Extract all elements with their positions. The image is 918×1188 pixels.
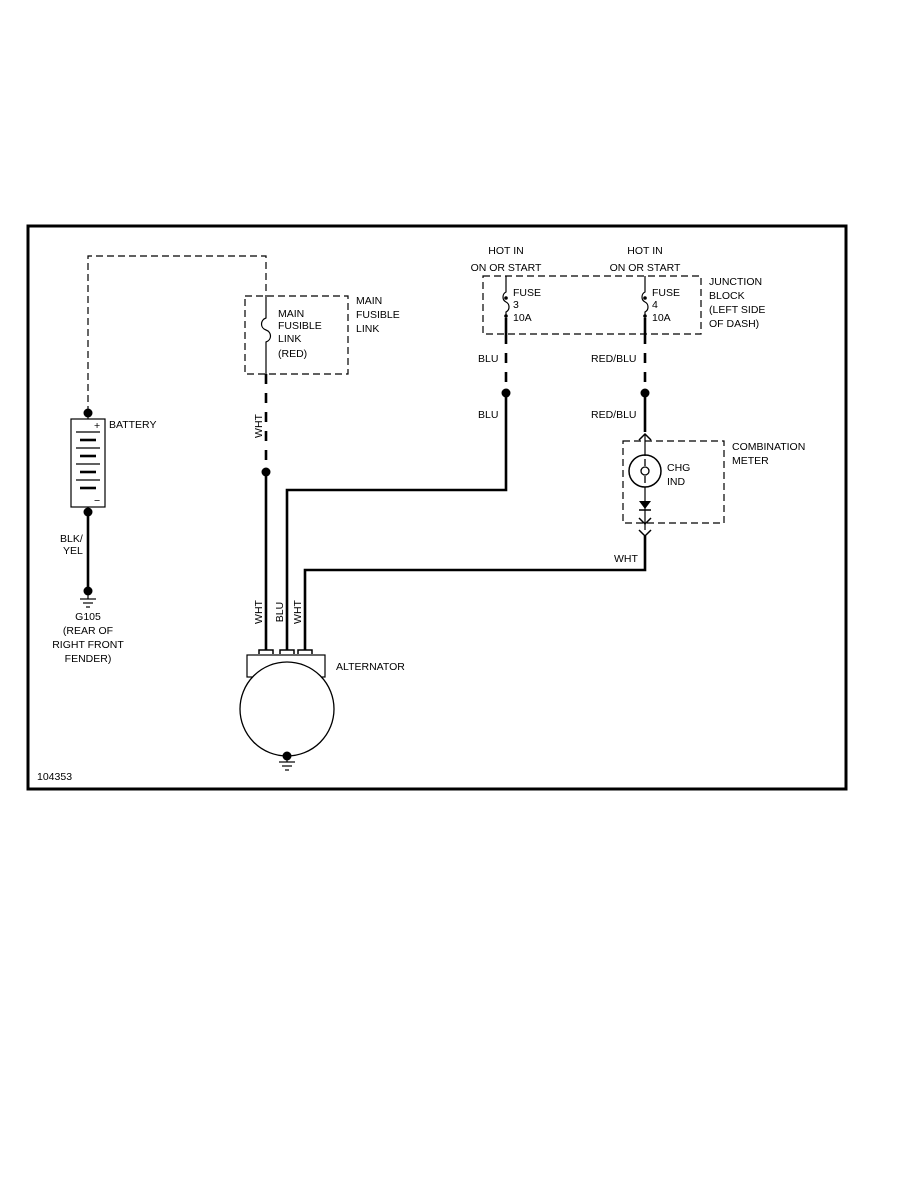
battery-positive-wire <box>87 255 267 413</box>
redblu-label-top: RED/BLU <box>591 353 637 365</box>
fuse3-l3: 10A <box>513 312 532 324</box>
figure-id: 104353 <box>37 771 72 783</box>
alt-terminal-label-2: BLU <box>274 602 286 622</box>
ground-loc-l3: FENDER) <box>65 653 112 665</box>
ground-wire-label-l2: YEL <box>63 545 83 557</box>
junction-block-box <box>482 275 702 335</box>
fuse4-symbol <box>641 276 649 318</box>
fusible-link-inner-l1: MAIN <box>278 308 304 320</box>
combination-meter-box <box>622 440 725 524</box>
blu-wire-solid <box>285 393 508 650</box>
alternator-label: ALTERNATOR <box>336 661 405 673</box>
battery-cells <box>76 431 100 490</box>
alt-terminal-label-1: WHT <box>253 599 265 623</box>
lamp-filament <box>640 459 650 483</box>
alternator-terminals <box>258 649 313 654</box>
fuse4-l1: FUSE <box>652 287 680 299</box>
blu-label-bottom: BLU <box>478 409 498 421</box>
alternator-ground-icon <box>279 756 295 771</box>
fusible-link-inner-l2: FUSIBLE <box>278 320 322 332</box>
fusible-link-label-l1: MAIN <box>356 295 382 307</box>
combination-meter-l1: COMBINATION <box>732 441 805 453</box>
fusible-link-box <box>244 295 349 375</box>
fuse3-l2: 3 <box>513 299 519 311</box>
diagram-frame <box>26 224 848 791</box>
fuse3-symbol <box>502 276 510 318</box>
fuse4-l3: 10A <box>652 312 671 324</box>
fusible-link-label-l3: LINK <box>356 323 379 335</box>
ground-wire-label-l1: BLK/ <box>60 533 83 545</box>
redblu-label-bottom: RED/BLU <box>591 409 637 421</box>
combination-meter-l2: METER <box>732 455 769 467</box>
fuse3-l1: FUSE <box>513 287 541 299</box>
battery-label: BATTERY <box>109 419 156 431</box>
hot-left-l2: ON OR START <box>471 262 542 274</box>
fusible-link-symbol <box>260 300 272 374</box>
hot-right-l1: HOT IN <box>627 245 662 257</box>
wht-meter-label: WHT <box>614 553 638 565</box>
fusible-link-inner-l3: LINK <box>278 333 301 345</box>
wht-meter-wire <box>303 536 647 650</box>
junction-block-l3: (LEFT SIDE <box>709 304 765 316</box>
ground-name: G105 <box>75 611 101 623</box>
chg-ind-l2: IND <box>667 476 686 488</box>
fuse4-l2: 4 <box>652 299 658 311</box>
fusible-link-label-l2: FUSIBLE <box>356 309 400 321</box>
alternator-symbol <box>239 661 335 757</box>
battery-plus: + <box>94 420 100 432</box>
ground-icon <box>80 591 96 608</box>
battery-minus: − <box>94 495 100 507</box>
junction-block-l4: OF DASH) <box>709 318 759 330</box>
diode-icon <box>639 501 651 511</box>
junction-block-l2: BLOCK <box>709 290 745 302</box>
hot-right-l2: ON OR START <box>610 262 681 274</box>
ground-loc-l2: RIGHT FRONT <box>52 639 124 651</box>
junction-block-l1: JUNCTION <box>709 276 762 288</box>
chg-ind-l1: CHG <box>667 462 690 474</box>
fusible-link-inner-l4: (RED) <box>278 348 307 360</box>
wht-wire-label-upper: WHT <box>253 413 265 437</box>
ground-loc-l1: (REAR OF <box>63 625 113 637</box>
hot-left-l1: HOT IN <box>488 245 523 257</box>
alt-terminal-label-3: WHT <box>292 599 304 623</box>
blu-label-top: BLU <box>478 353 498 365</box>
